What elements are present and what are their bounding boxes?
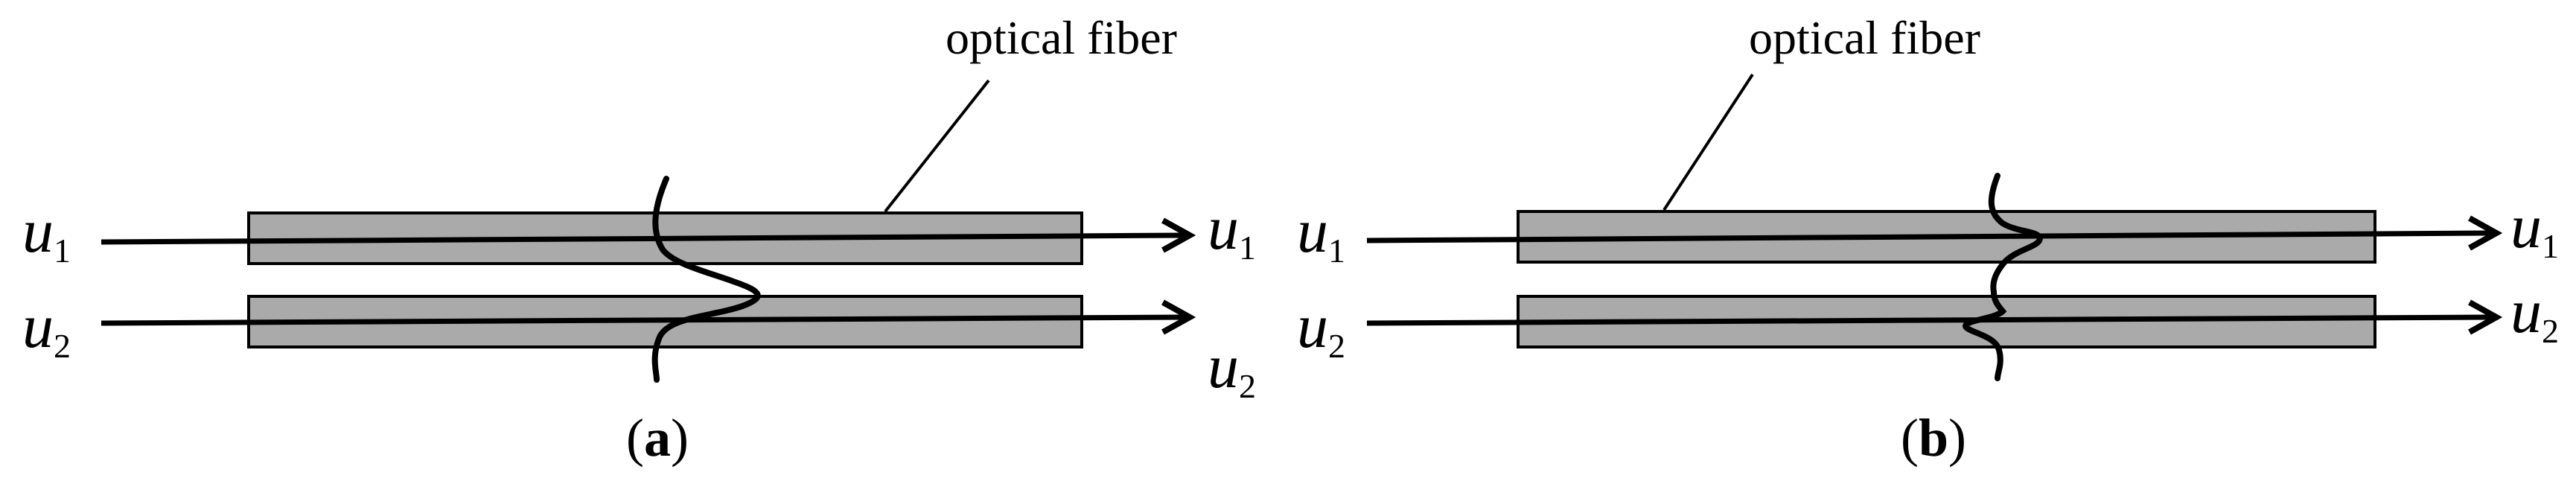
panel-b-output-top-var: u [2510,192,2542,261]
panel-a-caption: (a) [626,408,689,468]
panel-b-input-top-sub: 1 [1328,232,1345,270]
panel-a-arrowhead-top [1161,217,1196,253]
panel-b-output-bottom-label: u2 [2510,277,2559,350]
panel-b-arrowhead-top [2468,215,2503,251]
panel-a-output-bottom-label: u2 [1208,332,1256,405]
panel-b-fiber-label: optical fiber [1749,11,1980,64]
panel-a-caption-letter: a [644,408,671,468]
panel-a-output-top-sub: 1 [1239,229,1256,267]
panel-b-input-bottom-sub: 2 [1328,327,1345,365]
panel-b-arrowhead-bottom [2468,299,2503,335]
panel-b-caption-open: ( [1901,408,1919,468]
panel-b-caption-close: ) [1948,408,1966,468]
panel-b-signal-line-bottom [1366,314,2491,326]
panel-b-input-top-label: u1 [1297,197,1345,270]
panel-a-fiber-label: optical fiber [946,11,1177,64]
panel-b-output-top-sub: 1 [2542,227,2559,265]
panel-b-output-top-label: u1 [2510,192,2559,265]
panel-a-output-top-var: u [1208,194,1239,263]
panel-a-arrowhead-bottom [1161,299,1196,335]
panel-b-output-bottom-var: u [2510,277,2542,346]
panel-b-input-bottom-var: u [1297,292,1328,361]
panel-a: optical fiber u1 u2 u1 u2 (a) [22,11,1256,468]
panel-a-input-bottom-label: u2 [22,292,71,365]
panel-a-input-top-var: u [22,197,54,266]
panel-b-signal-line-top [1366,230,2491,243]
panel-a-input-top-label: u1 [22,197,71,270]
panel-b-caption: (b) [1901,408,1966,468]
panel-a-input-bottom-sub: 2 [54,327,71,365]
panel-a-caption-open: ( [626,408,644,468]
panel-a-signal-line-top [101,232,1185,245]
panel-b: optical fiber u1 u2 u1 u2 (b) [1297,11,2559,468]
panel-b-output-bottom-sub: 2 [2542,312,2559,350]
panel-a-fiber-leader-line [884,79,990,213]
panel-a-caption-close: ) [671,408,689,468]
panel-a-output-bottom-var: u [1208,332,1239,401]
panel-a-pulse-curve [651,176,761,383]
panel-b-input-top-var: u [1297,197,1328,266]
panel-b-fiber-leader-line [1662,73,1754,211]
panel-b-input-bottom-label: u2 [1297,292,1345,365]
panel-a-signal-line-bottom [101,314,1185,326]
panel-b-pulse-curve-top [1988,173,2044,295]
panel-a-input-bottom-var: u [22,292,54,361]
panel-a-output-bottom-sub: 2 [1239,367,1256,405]
panel-b-caption-letter: b [1919,408,1948,468]
panel-a-output-top-label: u1 [1208,194,1256,267]
panel-a-input-top-sub: 1 [54,232,71,270]
panel-b-pulse-curve-bottom [1962,289,2007,381]
